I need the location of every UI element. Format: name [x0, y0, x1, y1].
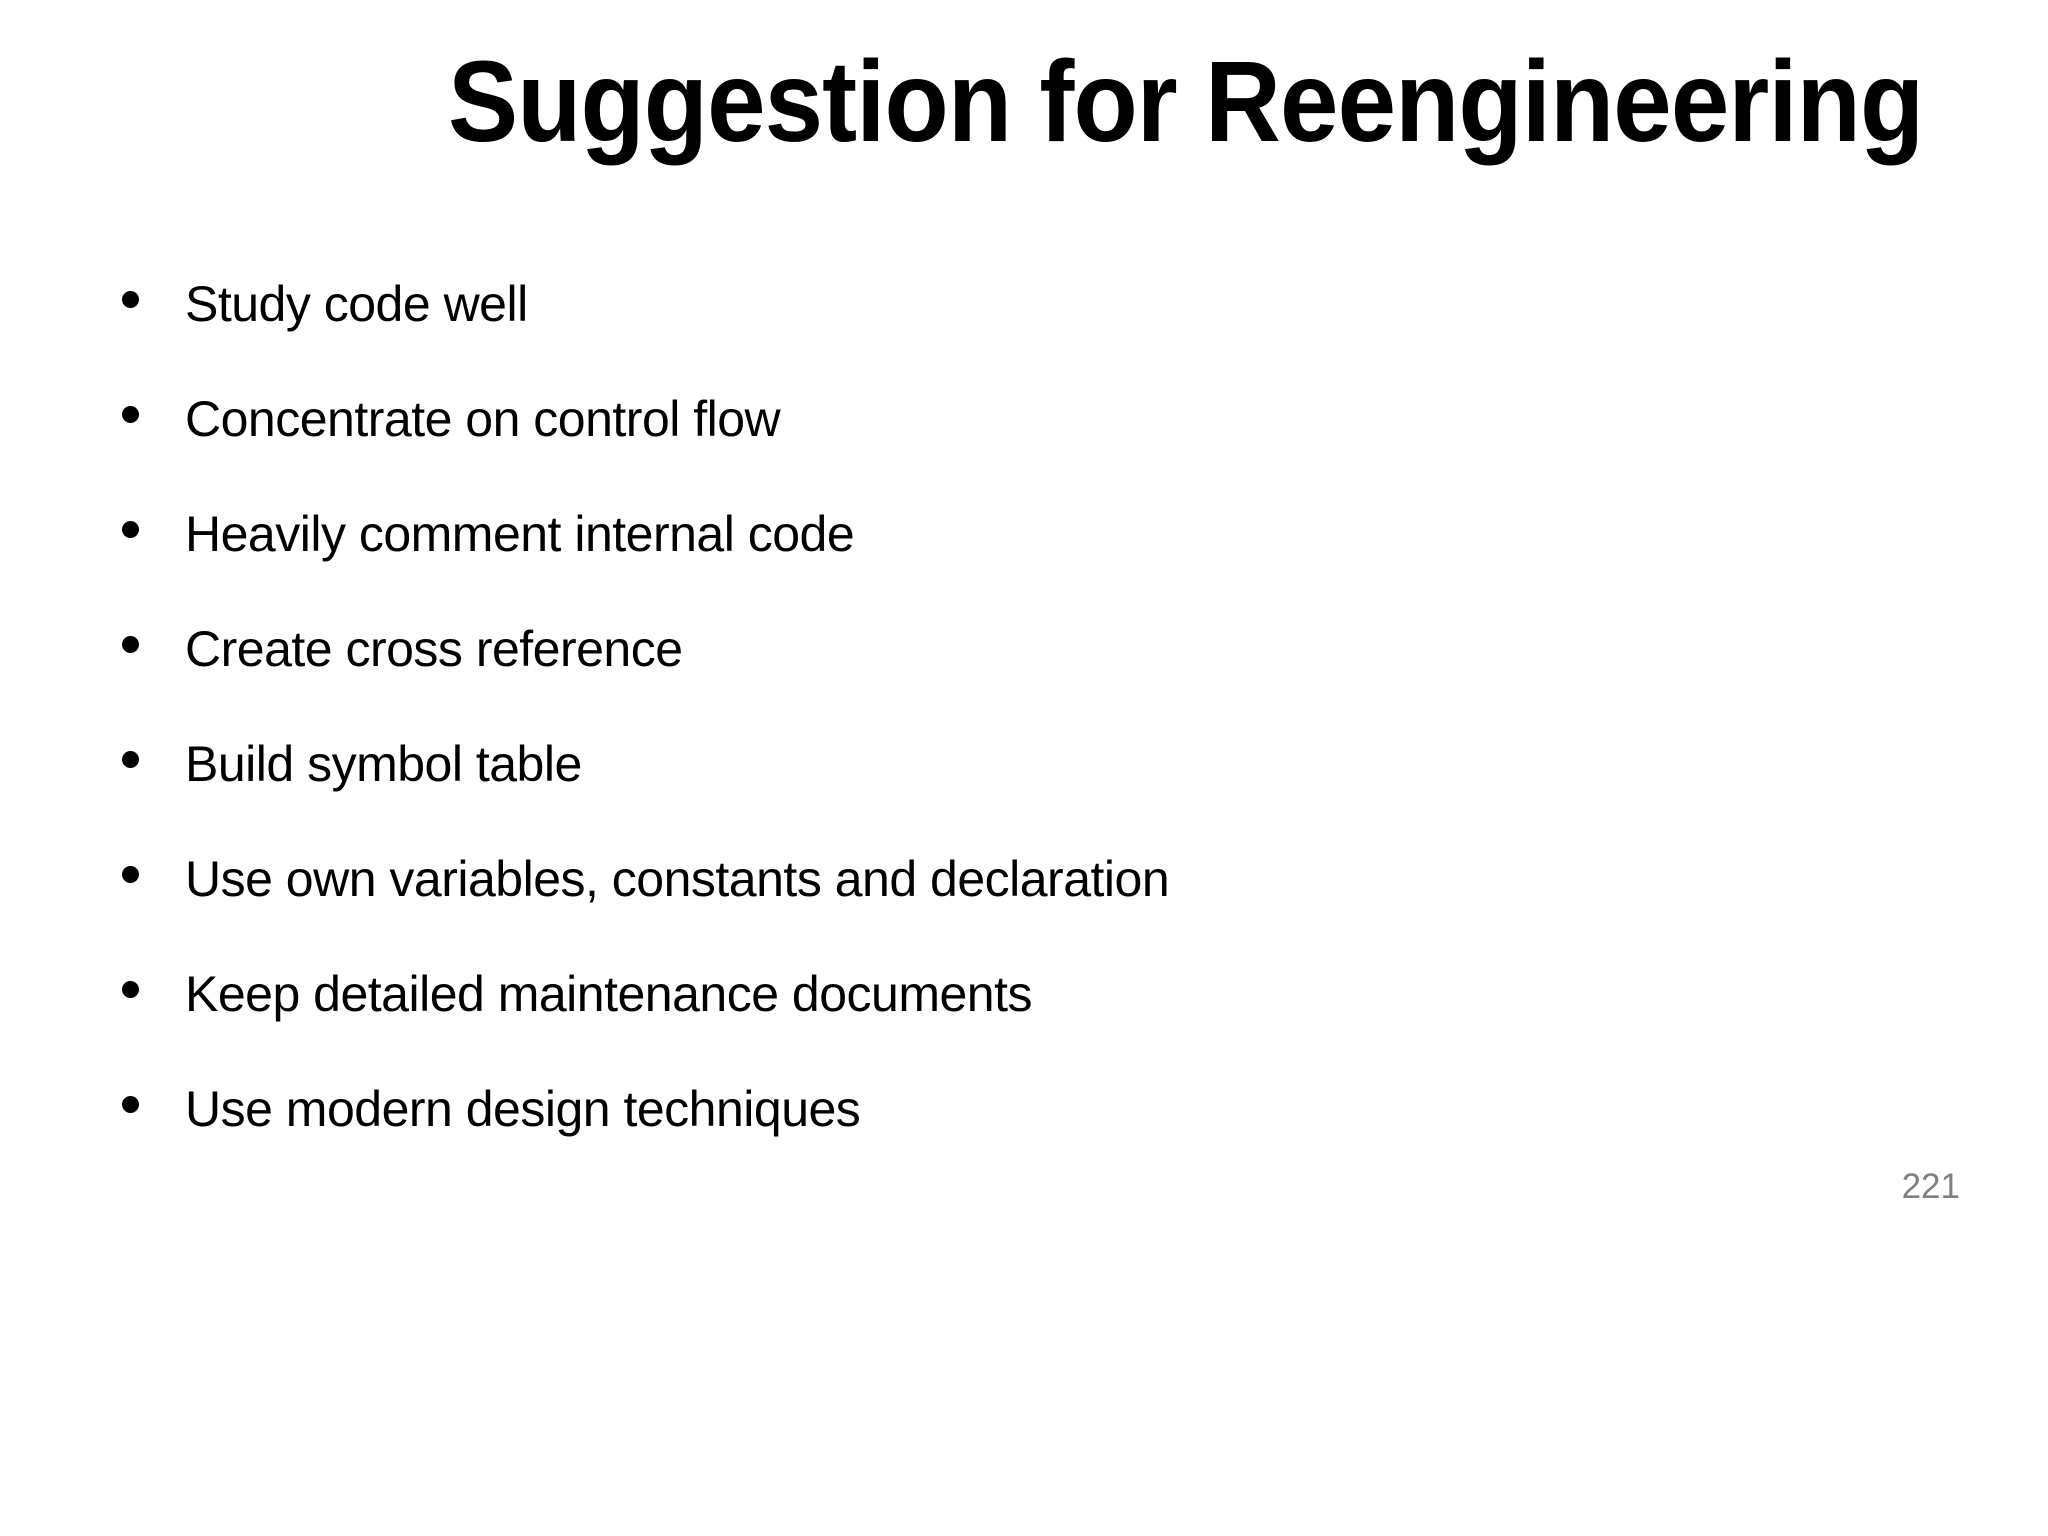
list-item: Use own variables, constants and declara… — [122, 854, 1922, 904]
list-item: Concentrate on control flow — [122, 394, 1922, 444]
list-item: Create cross reference — [122, 624, 1922, 674]
bullet-list: Study code well Concentrate on control f… — [122, 279, 1922, 1199]
page-number: 221 — [1901, 1167, 1960, 1206]
list-item-text: Keep detailed maintenance documents — [185, 966, 1032, 1022]
list-item-text: Build symbol table — [185, 736, 582, 792]
bullet-icon — [122, 866, 139, 883]
bullet-icon — [122, 521, 139, 538]
bullet-icon — [122, 291, 139, 308]
list-item: Keep detailed maintenance documents — [122, 969, 1922, 1019]
bullet-icon — [122, 636, 139, 653]
list-item-text: Study code well — [185, 276, 528, 332]
bullet-icon — [122, 406, 139, 423]
list-item: Heavily comment internal code — [122, 509, 1922, 559]
bullet-icon — [122, 1096, 139, 1113]
list-item-text: Heavily comment internal code — [185, 506, 855, 562]
list-item: Use modern design techniques — [122, 1084, 1922, 1134]
list-item-text: Use modern design techniques — [185, 1081, 861, 1137]
list-item-text: Use own variables, constants and declara… — [185, 851, 1170, 907]
bullet-icon — [122, 981, 139, 998]
list-item-text: Concentrate on control flow — [185, 391, 781, 447]
bullet-icon — [122, 751, 139, 768]
page-title: Suggestion for Reengineering — [448, 38, 1924, 166]
list-item: Build symbol table — [122, 739, 1922, 789]
list-item: Study code well — [122, 279, 1922, 329]
list-item-text: Create cross reference — [185, 621, 683, 677]
